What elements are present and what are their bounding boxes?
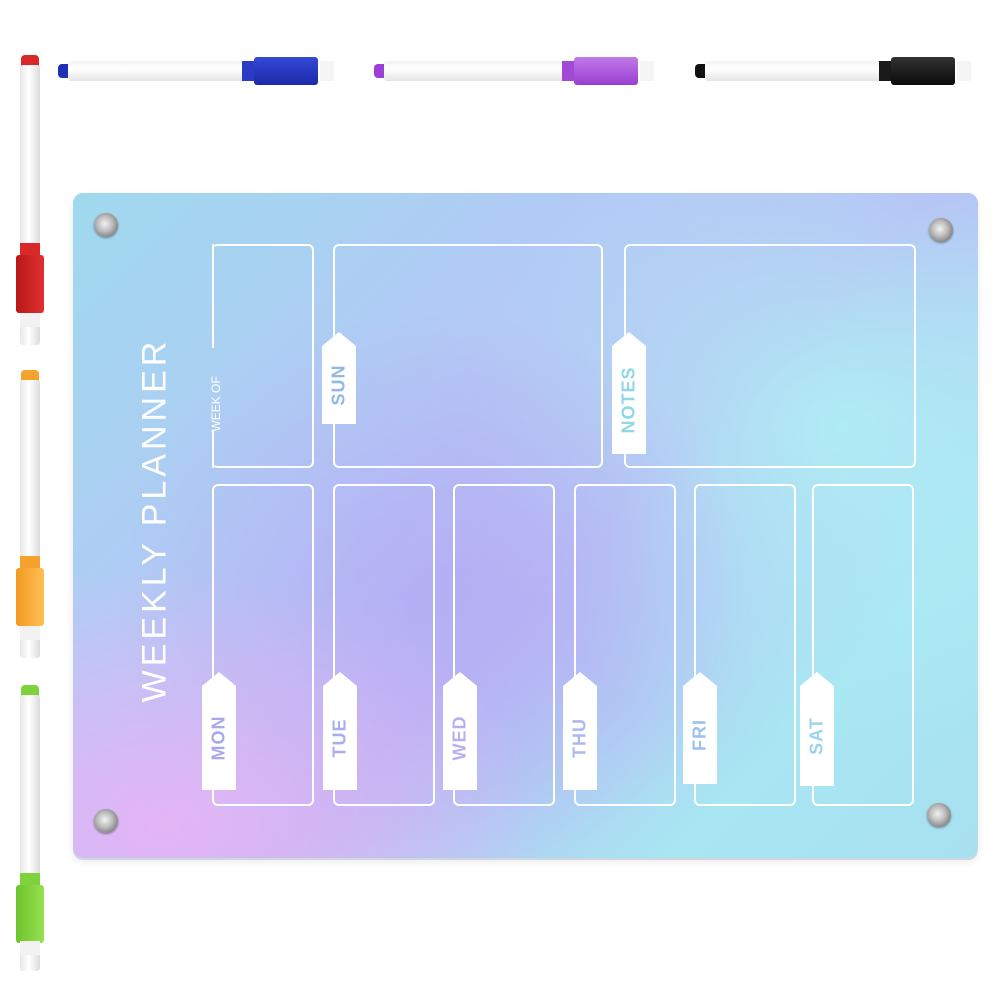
notes-box [624,244,916,468]
sat-tag: SAT [800,672,834,786]
sat-box [812,484,914,806]
screw-bottom-right [927,803,951,827]
mon-label: MON [208,715,229,761]
thu-tag: THU [563,672,597,790]
tue-tag: TUE [323,672,357,790]
sun-label: SUN [328,364,349,406]
screw-top-right [929,218,953,242]
fri-tag: FRI [683,672,717,784]
sat-label: SAT [806,717,827,755]
fri-box [694,484,796,806]
sun-tag: SUN [322,332,356,424]
wed-label: WED [449,715,470,761]
orange-marker [16,370,44,662]
blue-marker [58,57,350,85]
black-marker [695,57,995,85]
mon-tag: MON [202,672,236,790]
week-of-box [212,244,314,468]
red-marker [16,55,44,350]
tue-label: TUE [329,718,350,758]
green-marker [16,685,44,975]
thu-box [574,484,676,806]
fri-label: FRI [689,719,710,751]
purple-marker [374,57,670,85]
sun-box [333,244,603,468]
notes-tag: NOTES [612,332,646,454]
screw-bottom-left [94,809,118,833]
board-title: WEEKLY PLANNER [135,337,174,703]
notes-label: NOTES [618,366,639,434]
wed-tag: WED [443,672,477,790]
thu-label: THU [569,718,590,758]
week-of-label: WEEK OF [209,376,223,432]
screw-top-left [94,213,118,237]
wed-box [453,484,555,806]
mon-box [212,484,314,806]
tue-box [333,484,435,806]
